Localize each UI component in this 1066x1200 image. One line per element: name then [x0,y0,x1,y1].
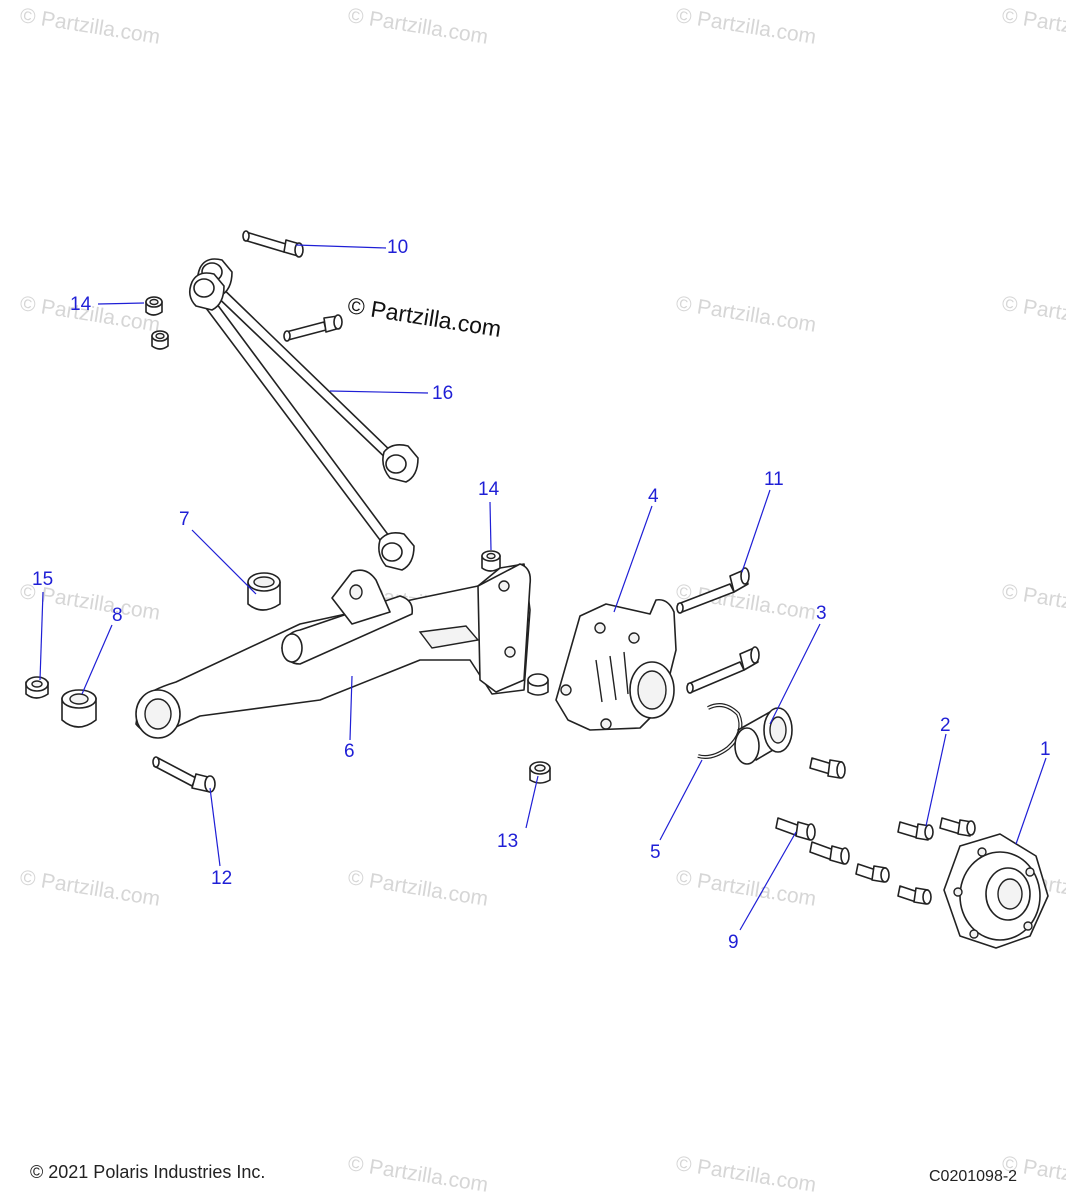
bolt-2b[interactable] [939,817,976,837]
callout-5[interactable]: 5 [650,842,661,863]
callout-3[interactable]: 3 [816,603,827,624]
callout-14-mid[interactable]: 14 [478,479,500,500]
copyright-text: © 2021 Polaris Industries Inc. [30,1162,266,1182]
bolt-9[interactable] [775,817,816,841]
nut-link-lower[interactable] [151,330,169,350]
callout-11[interactable]: 11 [764,469,784,490]
hub-1[interactable] [943,833,1049,949]
bushing-8[interactable] [61,689,97,728]
bolt-12[interactable] [152,756,216,793]
callout-9[interactable]: 9 [728,932,739,953]
snap-ring-5[interactable] [697,703,743,759]
callout-10[interactable]: 10 [387,237,409,258]
callout-2[interactable]: 2 [940,715,951,736]
bolt-link-mid[interactable] [283,314,343,342]
nut-14-mid[interactable] [481,550,501,572]
bearing-3[interactable] [734,707,793,765]
bushing-7[interactable] [247,572,281,611]
callout-1[interactable]: 1 [1040,739,1051,760]
bearing-carrier-4[interactable] [555,598,677,731]
leader-lines [39,244,1047,931]
callout-4[interactable]: 4 [648,486,659,507]
control-link-upper[interactable] [196,258,419,483]
nut-13[interactable] [529,761,551,784]
nut-14-top[interactable] [145,296,163,316]
callout-13[interactable]: 13 [497,831,519,852]
bolt-2[interactable] [897,821,934,841]
callout-14-top[interactable]: 14 [70,294,92,315]
bolt-knuckle-lower[interactable] [686,646,760,694]
bolt-9d[interactable] [897,885,932,905]
callout-12[interactable]: 12 [211,868,233,889]
nut-15[interactable] [25,676,49,699]
bolt-9c[interactable] [855,863,890,883]
callout-16[interactable]: 16 [432,383,454,404]
bolt-9b[interactable] [809,841,850,865]
callout-6[interactable]: 6 [344,741,355,762]
trailing-arm[interactable] [135,563,532,739]
bolt-small[interactable] [809,757,846,779]
callout-7[interactable]: 7 [179,509,190,530]
nut-knuckle[interactable] [527,673,549,696]
callout-15[interactable]: 15 [32,569,54,590]
callout-8[interactable]: 8 [112,605,123,626]
control-link-lower[interactable] [188,272,415,571]
diagram-code: C0201098-2 [929,1168,1018,1185]
bolt-11[interactable] [676,567,750,614]
bolt-10[interactable] [242,230,304,258]
